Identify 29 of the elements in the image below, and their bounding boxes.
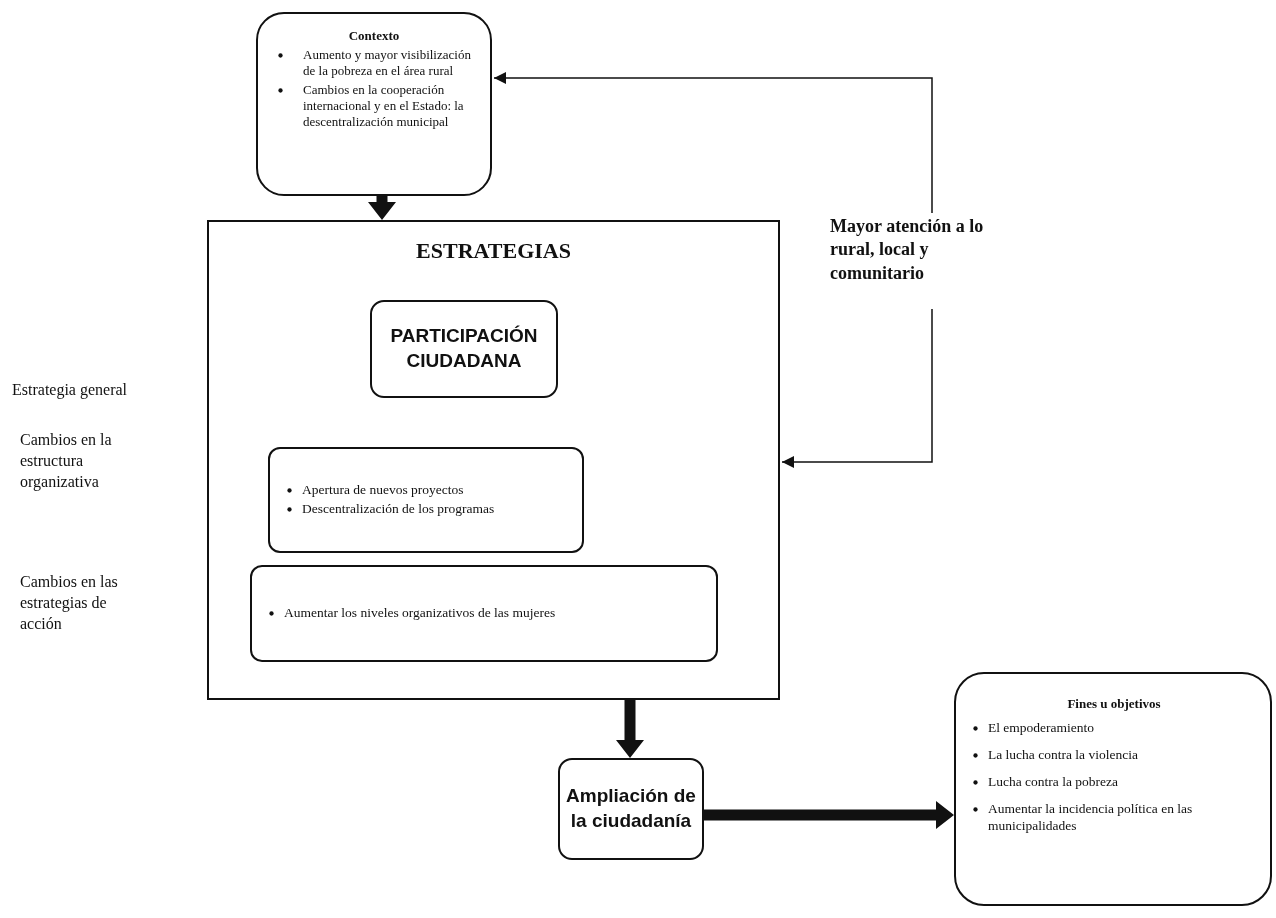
- bullet-text: La lucha contra la violencia: [988, 746, 1138, 764]
- row-label: Cambios en las estrategias de acción: [20, 572, 119, 634]
- rounded-box: [370, 300, 558, 398]
- bullet-text: Descentralización de los programas: [302, 501, 495, 518]
- rounded-box: [250, 565, 718, 662]
- bullet-text: El empoderamiento: [988, 720, 1095, 737]
- block-arrow: [368, 196, 396, 220]
- strategy-frame: [207, 220, 780, 700]
- rounded-box: [558, 758, 704, 860]
- bullet-text: Aumentar la incidencia política en las municipalidades: [988, 800, 1194, 835]
- bullet-text: Cambios en la cooperación internacional y en el Estado: la descentralización municipal: [303, 81, 465, 131]
- row-label: Estrategia general: [12, 380, 129, 401]
- bullet-text: Aumento y mayor visibilización de la pobreza en el área rural: [303, 47, 472, 80]
- context-box: [256, 12, 492, 196]
- bullet-text: Apertura de nuevos proyectos: [302, 482, 464, 499]
- box-heading: Fines u objetivos: [1066, 696, 1162, 712]
- block-arrow: [704, 801, 954, 829]
- arrow: [493, 72, 933, 214]
- box-heading: ESTRATEGIAS: [416, 238, 571, 264]
- bullet-text: Lucha contra la pobreza: [988, 773, 1119, 791]
- row-label: Cambios en la estructura organizativa: [20, 430, 113, 493]
- arrow: [781, 308, 933, 468]
- block-arrow: [616, 700, 644, 758]
- bullet-text: Aumentar los niveles organizativos de las mujeres: [284, 605, 556, 622]
- node-text: PARTICIPACIÓN CIUDADANA: [389, 324, 539, 373]
- box-heading: Contexto: [347, 28, 401, 44]
- goals-box: [954, 672, 1272, 906]
- rounded-box: [268, 447, 584, 553]
- node-text: Ampliación de la ciudadanía: [566, 784, 696, 833]
